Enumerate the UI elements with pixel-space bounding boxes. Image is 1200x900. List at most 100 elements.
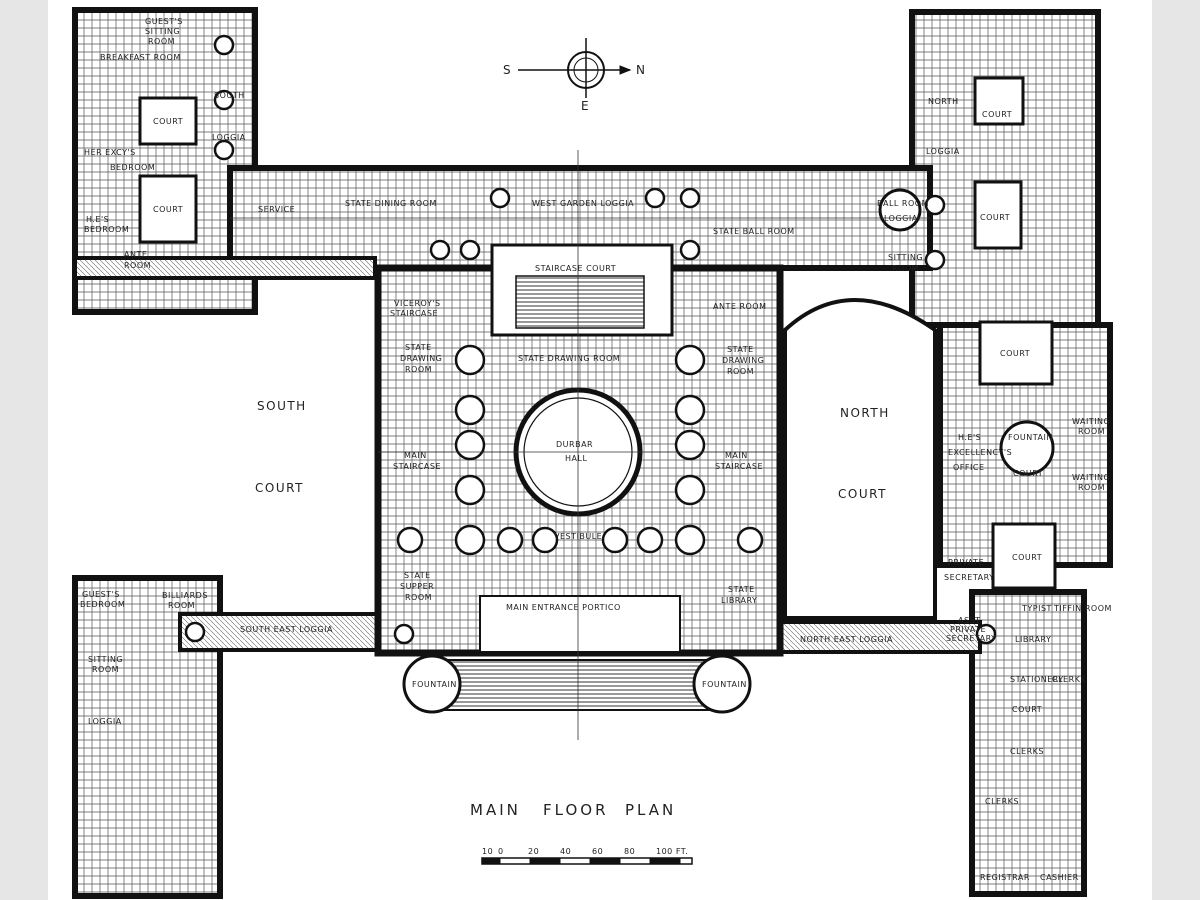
- label-he-bedroom-2: BEDROOM: [84, 225, 129, 234]
- label-viceroys-1: VICEROY'S: [394, 299, 441, 308]
- scale-label-40: 40: [560, 847, 571, 856]
- scale-label-80: 80: [624, 847, 635, 856]
- label-ante-nw-1: ANTE: [124, 250, 147, 259]
- label-her-excy-2: BEDROOM: [110, 163, 155, 172]
- label-state-library-1: STATE: [728, 585, 755, 594]
- label-court-e: COURT: [1012, 553, 1042, 562]
- label-staircase-court: STAIRCASE COURT: [535, 264, 616, 273]
- label-state-dining-room: STATE DINING ROOM: [345, 199, 437, 208]
- label-her-excy-1: HER EXCY'S: [84, 148, 136, 157]
- label-typist: TYPIST: [1021, 604, 1052, 613]
- label-ball-room-1: BALL ROOM: [877, 199, 929, 208]
- label-main-staircase-l2: STAIRCASE: [393, 462, 441, 471]
- label-ante-nw-2: ROOM: [124, 261, 151, 270]
- label-court-nw-1: COURT: [982, 110, 1012, 119]
- label-state-supper-3: ROOM: [405, 593, 432, 602]
- label-south-east-loggia: SOUTH EAST LOGGIA: [240, 625, 333, 634]
- label-he-bedroom-1: H.E'S: [86, 215, 109, 224]
- open-courts: [138, 76, 1057, 620]
- label-sitting-1: SITTING: [888, 253, 923, 262]
- label-fountain-court-2: COURT: [1013, 469, 1043, 478]
- label-fountain-left: FOUNTAIN: [412, 680, 457, 689]
- label-south-court-1: SOUTH: [257, 399, 307, 413]
- label-court-sw-1: COURT: [153, 117, 183, 126]
- label-sitting-sw-1: SITTING: [88, 655, 123, 664]
- label-he-office-3: OFFICE: [953, 463, 985, 472]
- compass-n: N: [636, 63, 646, 77]
- entrance-steps: [439, 595, 721, 711]
- label-viceroys-2: STAIRCASE: [390, 309, 438, 318]
- label-court-se: COURT: [1012, 705, 1042, 714]
- scale-label-20: 20: [528, 847, 539, 856]
- label-state-drawing-l3: ROOM: [405, 365, 432, 374]
- label-state-drawing-r2: DRAWING: [722, 356, 764, 365]
- label-ante-room: ANTE ROOM: [713, 302, 767, 311]
- label-guests-sitting-1: GUEST'S: [145, 17, 183, 26]
- label-guests-sitting-2: SITTING: [145, 27, 180, 36]
- label-fountain-court-1: FOUNTAIN: [1008, 433, 1053, 442]
- label-south-loggia-2: LOGGIA: [212, 133, 246, 142]
- label-breakfast-room: BREAKFAST ROOM: [100, 53, 181, 62]
- scale-label-10: 10: [482, 847, 493, 856]
- label-court-ne: COURT: [1000, 349, 1030, 358]
- label-south-court-2: COURT: [255, 481, 304, 495]
- label-state-supper-1: STATE: [404, 571, 431, 580]
- label-clerks-3: CLERKS: [1052, 675, 1086, 684]
- label-waiting-2: ROOM: [1078, 427, 1105, 436]
- label-north-east-loggia: NORTH EAST LOGGIA: [800, 635, 893, 644]
- scale-labels: 10 0 20 40 60 80 100 FT.: [482, 847, 688, 856]
- label-south-loggia-1: SOUTH: [214, 91, 245, 100]
- label-main-entrance-portico: MAIN ENTRANCE PORTICO: [506, 603, 621, 612]
- label-court-sw-2: COURT: [153, 205, 183, 214]
- label-state-ball-room: STATE BALL ROOM: [713, 227, 795, 236]
- label-he-office-1: H.E'S: [958, 433, 981, 442]
- label-vestibule: VESTIBULE: [554, 532, 602, 541]
- label-asst-private-2: PRIVATE: [950, 625, 986, 634]
- column-grid: [184, 34, 997, 645]
- label-main-staircase-r1: MAIN: [725, 451, 748, 460]
- scale-label-100ft: 100 FT.: [656, 847, 688, 856]
- label-guests-sitting-3: ROOM: [148, 37, 175, 46]
- label-waiting-3: WAITING: [1072, 473, 1110, 482]
- label-west-garden-loggia: WEST GARDEN LOGGIA: [532, 199, 634, 208]
- scale-label-60: 60: [592, 847, 603, 856]
- label-asst-private-3: SECRETARY: [946, 634, 997, 643]
- label-guests-bedroom-2: BEDROOM: [80, 600, 125, 609]
- label-state-drawing-room: STATE DRAWING ROOM: [518, 354, 620, 363]
- label-state-drawing-r1: STATE: [727, 345, 754, 354]
- label-state-drawing-l2: DRAWING: [400, 354, 442, 363]
- label-asst-private-1: ASST: [958, 616, 981, 625]
- title-word-floor: FLOOR: [543, 801, 609, 819]
- room-labels: STATE DINING ROOM WEST GARDEN LOGGIA STA…: [80, 17, 1111, 882]
- label-registrar: REGISTRAR: [980, 873, 1030, 882]
- compass-labels: S N E: [503, 63, 646, 113]
- fountains: [402, 420, 1055, 714]
- label-state-library-2: LIBRARY: [721, 596, 757, 605]
- label-state-drawing-l1: STATE: [405, 343, 432, 352]
- label-private-sec-1: PRIVATE: [948, 558, 984, 567]
- label-north-loggia-2: LOGGIA: [926, 147, 960, 156]
- label-state-drawing-r3: ROOM: [727, 367, 754, 376]
- label-waiting-1: WAITING: [1072, 417, 1110, 426]
- scale-bar: [481, 857, 693, 865]
- label-sitting-2: ROOM: [892, 264, 919, 273]
- label-service: SERVICE: [258, 205, 295, 214]
- label-stationery: STATIONERY: [1010, 675, 1064, 684]
- axis-lines: [230, 150, 930, 740]
- label-private-sec-2: SECRETARY: [944, 573, 995, 582]
- label-fountain-right: FOUNTAIN: [702, 680, 747, 689]
- label-he-office-2: EXCELLENCY'S: [948, 448, 1012, 457]
- label-clerks-2: CLERKS: [985, 797, 1019, 806]
- label-durbar: DURBAR: [556, 440, 593, 449]
- plan-title: MAIN FLOOR PLAN: [470, 801, 676, 819]
- label-state-supper-2: SUPPER: [400, 582, 434, 591]
- ballroom-loggia-dome: [878, 188, 922, 232]
- title-word-plan: PLAN: [625, 801, 676, 819]
- title-word-main: MAIN: [470, 801, 521, 819]
- label-guests-bedroom-1: GUEST'S: [82, 590, 120, 599]
- label-library: LIBRARY: [1015, 635, 1051, 644]
- label-billiards-1: BILLIARDS: [162, 591, 208, 600]
- label-main-staircase-r2: STAIRCASE: [715, 462, 763, 471]
- label-clerks-1: CLERKS: [1010, 747, 1044, 756]
